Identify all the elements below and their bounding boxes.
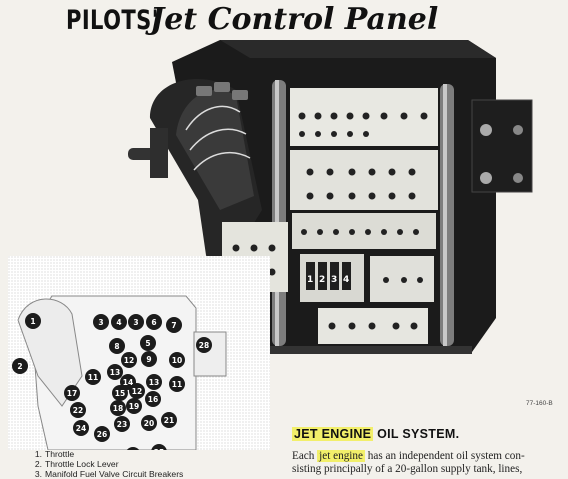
svg-text:1: 1 — [30, 317, 35, 326]
svg-text:16: 16 — [148, 395, 158, 404]
svg-text:12: 12 — [132, 387, 142, 396]
callout-1: 1 — [25, 313, 41, 329]
svg-text:26: 26 — [97, 430, 107, 439]
svg-text:23: 23 — [117, 420, 127, 429]
heading-rest: OIL SYSTEM. — [377, 427, 460, 441]
svg-text:18: 18 — [113, 404, 123, 413]
svg-text:10: 10 — [172, 356, 182, 365]
svg-text:22: 22 — [73, 406, 83, 415]
callout-24: 24 — [73, 420, 89, 436]
callout-28: 28 — [196, 337, 212, 353]
svg-text:6: 6 — [151, 318, 156, 327]
fuse-label-1: 1 — [307, 275, 313, 285]
svg-text:5: 5 — [145, 339, 150, 348]
svg-text:24: 24 — [76, 424, 86, 433]
callout-15: 15 — [112, 385, 128, 401]
callout-23: 23 — [114, 416, 130, 432]
svg-text:28: 28 — [199, 341, 209, 350]
callout-20: 20 — [141, 415, 157, 431]
svg-text:13: 13 — [149, 378, 159, 387]
callout-26: 26 — [94, 426, 110, 442]
svg-text:3: 3 — [133, 318, 138, 327]
callout-22: 22 — [70, 402, 86, 418]
callout-27: 27 — [126, 447, 140, 450]
callout-13b: 13 — [146, 374, 162, 390]
svg-text:13: 13 — [110, 368, 120, 377]
callout-11: 11 — [85, 369, 101, 385]
callout-7: 7 — [166, 317, 182, 333]
callout-10: 10 — [169, 352, 185, 368]
svg-text:3: 3 — [98, 318, 103, 327]
callout-3b: 3 — [128, 314, 144, 330]
svg-text:20: 20 — [144, 419, 154, 428]
numbered-diagram: 1 2 3 4 3 6 7 8 5 12 9 10 28 11 13 14 13… — [8, 256, 270, 450]
title-bold-text: PILOTS' — [66, 5, 159, 36]
callout-25: 25 — [151, 444, 167, 450]
callout-19: 19 — [126, 398, 142, 414]
callout-17: 17 — [64, 385, 80, 401]
title-script-text: Jet Control Panel — [150, 2, 439, 37]
legend-item: 3.Manifold Fuel Valve Circuit Breakers — [34, 469, 184, 479]
fuse-label-2: 2 — [319, 275, 325, 285]
legend-item: 1.Throttle — [34, 449, 75, 459]
svg-text:9: 9 — [146, 355, 151, 364]
svg-text:11: 11 — [172, 380, 182, 389]
callout-12b: 12 — [129, 383, 145, 399]
svg-text:15: 15 — [115, 389, 125, 398]
body-line-2: sisting principally of a 20-gallon suppl… — [292, 463, 523, 475]
callout-13: 13 — [107, 364, 123, 380]
callout-21: 21 — [161, 412, 177, 428]
figure-code: 77-160-B — [526, 400, 553, 407]
section-heading: JET ENGINE OIL SYSTEM. — [292, 427, 459, 441]
heading-highlight: JET ENGINE — [292, 427, 374, 441]
callout-8: 8 — [109, 338, 125, 354]
callout-11b: 11 — [169, 376, 185, 392]
body-text: Each jet engine has an independent oil s… — [292, 450, 560, 476]
svg-text:2: 2 — [17, 362, 22, 371]
callout-5: 5 — [140, 335, 156, 351]
svg-text:12: 12 — [124, 356, 134, 365]
fuse-label-4: 4 — [343, 275, 349, 285]
svg-text:25: 25 — [154, 448, 164, 450]
callout-4: 4 — [111, 314, 127, 330]
fuse-label-3: 3 — [331, 275, 337, 285]
svg-text:7: 7 — [171, 321, 176, 330]
callout-9: 9 — [141, 351, 157, 367]
callout-2: 2 — [12, 358, 28, 374]
body-line-1: Each jet engine has an independent oil s… — [292, 450, 525, 462]
callout-18: 18 — [110, 400, 126, 416]
svg-text:19: 19 — [129, 402, 139, 411]
svg-text:4: 4 — [116, 318, 121, 327]
callout-3: 3 — [93, 314, 109, 330]
svg-text:14: 14 — [123, 378, 133, 387]
legend-list: 1.Throttle 2.Throttle Lock Lever 3.Manif… — [30, 449, 184, 479]
svg-text:8: 8 — [114, 342, 119, 351]
page-title: PILOTS' Jet Control Panel — [66, 2, 438, 45]
callout-6: 6 — [146, 314, 162, 330]
svg-text:11: 11 — [88, 373, 98, 382]
svg-text:21: 21 — [164, 416, 174, 425]
callout-12: 12 — [121, 352, 137, 368]
legend-item: 2.Throttle Lock Lever — [34, 459, 119, 469]
callout-16: 16 — [145, 391, 161, 407]
svg-text:17: 17 — [67, 389, 77, 398]
